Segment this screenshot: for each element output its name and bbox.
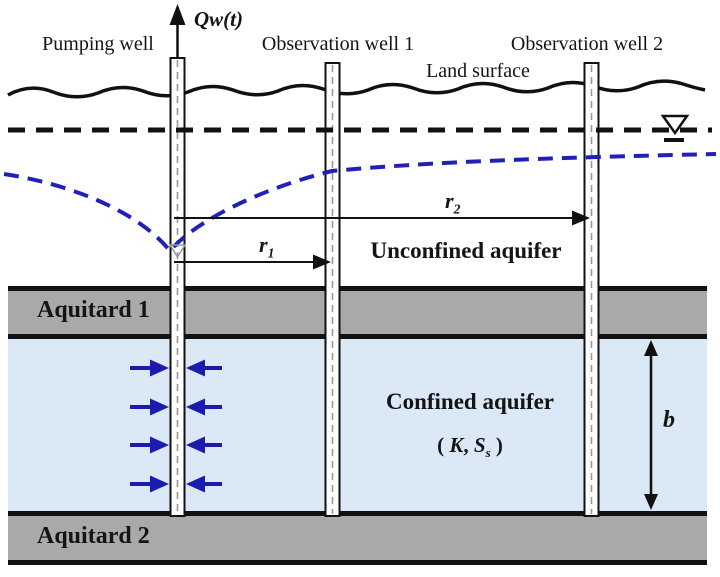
aquitard2-bottom-border	[8, 560, 707, 565]
drawdown-curve	[3, 152, 717, 255]
r1-subscript: 1	[267, 245, 275, 261]
params-open-paren: (	[437, 433, 450, 457]
inflow-left-arrowhead-icon	[150, 475, 169, 493]
discharge-label: Qw(t)	[194, 7, 243, 31]
water-table-symbol	[660, 114, 690, 142]
r2-arrowhead-icon	[572, 210, 590, 226]
land-surface-line	[7, 79, 706, 99]
hydraulic-conductivity-symbol: K	[449, 433, 464, 457]
pumping-well-label: Pumping well	[42, 33, 154, 55]
aquitard1-top-border	[8, 286, 707, 291]
specific-storage-symbol: S	[473, 433, 486, 457]
water-table-triangle-icon	[660, 114, 690, 136]
water-table-bar-icon	[664, 138, 684, 142]
r2-arrow	[174, 210, 590, 226]
params-comma: ,	[463, 433, 474, 457]
discharge-arrow	[169, 4, 186, 58]
observation-well-1-label: Observation well 1	[261, 33, 415, 55]
r1-label: r1	[259, 234, 274, 260]
params-close-paren: )	[490, 433, 503, 457]
observation-well-2-casing	[583, 62, 600, 517]
r1-base: r	[259, 232, 268, 257]
aquitard2-layer	[8, 516, 707, 560]
confined-aquifer-layer	[8, 339, 707, 511]
observation-well-1-pipe	[324, 62, 341, 517]
observation-well-1-casing	[324, 62, 341, 517]
thickness-arrow	[644, 340, 658, 510]
aquitard1-bottom-border	[8, 334, 707, 339]
inflow-arrows	[130, 359, 222, 493]
observation-well-2-pipe	[583, 62, 600, 517]
specific-storage-subscript: s	[485, 445, 491, 461]
inflow-left-arrowhead-icon	[150, 398, 169, 416]
aquitard-2-label: Aquitard 2	[37, 523, 150, 549]
confined-aquifer-label: Confined aquifer	[385, 389, 555, 414]
land-surface-label: Land surface	[426, 60, 530, 82]
r2-subscript: 2	[453, 201, 461, 217]
inflow-right-arrowhead-icon	[186, 436, 205, 454]
r2-base: r	[445, 188, 454, 213]
aquitard-1-label: Aquitard 1	[37, 297, 150, 323]
confined-aquifer-parameters: ( K, Ss )	[437, 433, 503, 461]
inflow-left-arrowhead-icon	[150, 359, 169, 377]
inflow-left-arrowhead-icon	[150, 436, 169, 454]
r1-arrowhead-icon	[313, 254, 331, 270]
inflow-right-arrowhead-icon	[186, 398, 205, 416]
well-water-level-marker	[168, 244, 187, 259]
thickness-arrowhead-top-icon	[644, 340, 658, 356]
thickness-arrowhead-bottom-icon	[644, 494, 658, 510]
r1-arrow	[174, 254, 331, 270]
inflow-right-arrowhead-icon	[186, 475, 205, 493]
inflow-right-arrowhead-icon	[186, 359, 205, 377]
unconfined-aquifer-label: Unconfined aquifer	[370, 238, 562, 263]
discharge-arrowhead-icon	[169, 4, 186, 25]
aquitard2-top-border	[8, 511, 707, 516]
r2-label: r2	[445, 190, 460, 216]
pumping-well-casing	[169, 57, 186, 517]
observation-well-2-label: Observation well 2	[510, 33, 664, 55]
thickness-label: b	[663, 407, 675, 433]
